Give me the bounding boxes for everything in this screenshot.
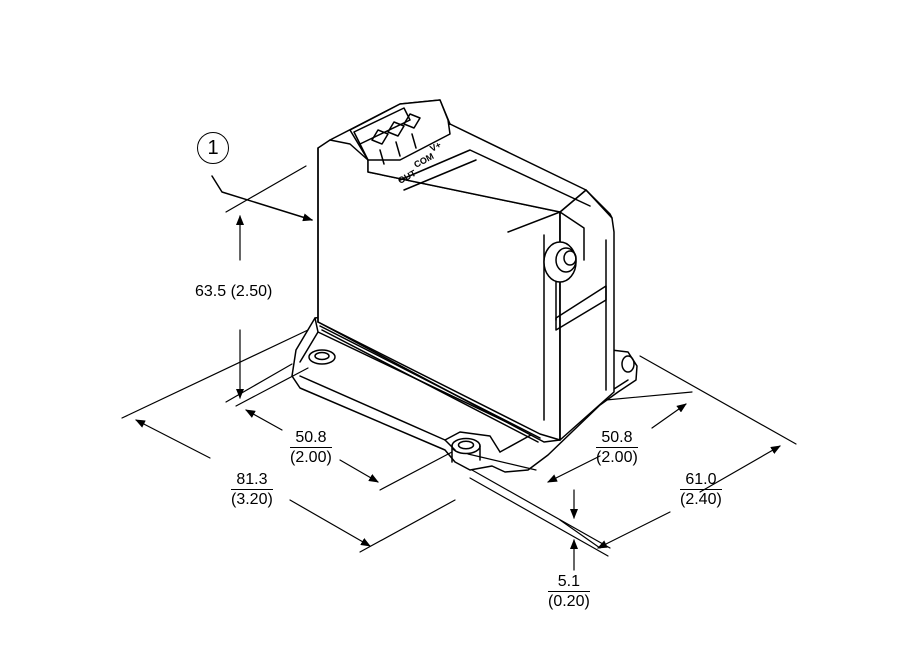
base-thickness-mm: 5.1 [548,574,590,592]
hole-spacing-left-in: (2.00) [290,449,332,466]
depth-dimension-label: 61.0 (2.40) [680,472,722,508]
callout-leader [211,175,313,222]
hole-spacing-left-label: 50.8 (2.00) [290,430,332,466]
terminal-label-vplus: V+ [428,140,443,154]
bolt-hole-left [308,349,336,365]
height-dimension-label: 63.5 (2.50) [195,283,273,300]
adjustment-knob [543,241,577,283]
base-thickness-in: (0.20) [548,593,590,610]
hole-spacing-right-in: (2.00) [596,449,638,466]
dimension-lines [121,165,797,571]
length-dimension-label: 81.3 (3.20) [231,472,273,508]
bolt-hole-front [451,437,481,463]
length-mm: 81.3 [231,472,273,490]
depth-mm: 61.0 [680,472,722,490]
depth-in: (2.40) [680,491,722,508]
callout-balloon: 1 [197,132,229,164]
base-thickness-label: 5.1 (0.20) [548,574,590,610]
hole-spacing-left-mm: 50.8 [290,430,332,448]
length-in: (3.20) [231,491,273,508]
hole-spacing-right-mm: 50.8 [596,430,638,448]
bolt-hole-right [621,355,635,373]
hole-spacing-right-label: 50.8 (2.00) [596,430,638,466]
terminal-block [349,99,451,165]
